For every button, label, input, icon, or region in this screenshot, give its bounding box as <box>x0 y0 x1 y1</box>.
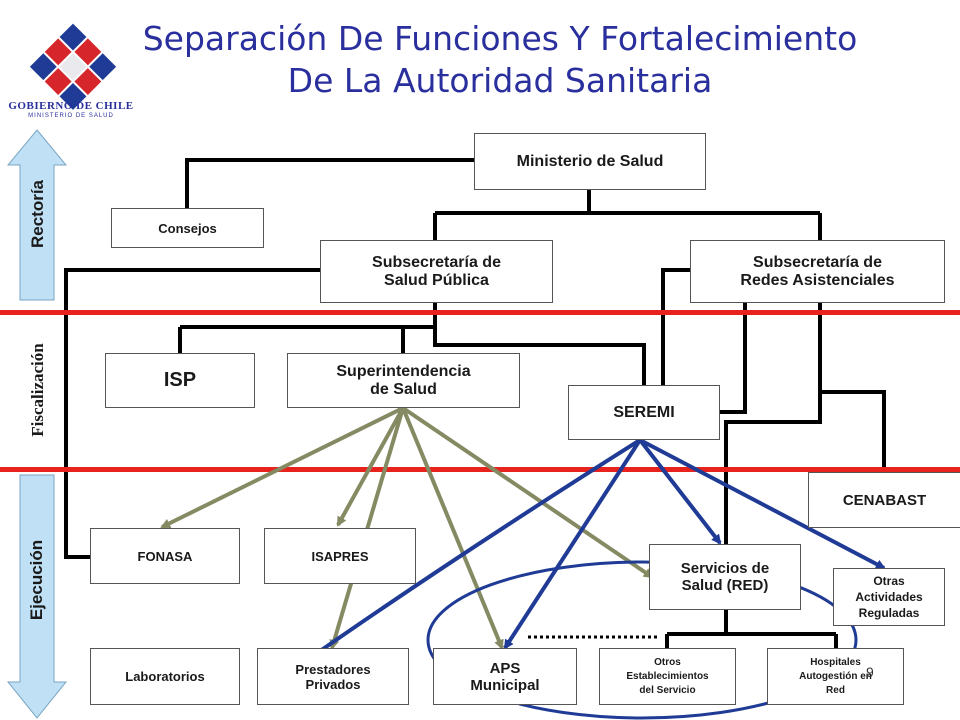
ejecucion-label: Ejecución <box>27 539 46 621</box>
ministerio-label: Ministerio de Salud <box>516 152 664 170</box>
highlight-ellipse <box>426 560 858 720</box>
otros-est-line1: Otros <box>654 656 681 668</box>
hospitales-line2: Autogestión en <box>799 670 872 682</box>
page-number: 9 <box>866 664 874 680</box>
otras-actividades-box: Otras Actividades Reguladas <box>833 568 945 626</box>
prestadores-box: Prestadores Privados <box>257 648 409 705</box>
servicios-salud-box: Servicios de Salud (RED) <box>649 544 801 610</box>
otros-est-line3: del Servicio <box>639 684 696 696</box>
consejos-label: Consejos <box>158 220 217 236</box>
subsecretaria-sp-line1: Subsecretaría de <box>372 253 501 271</box>
isapres-label: ISAPRES <box>311 548 369 564</box>
consejos-box: Consejos <box>111 208 264 248</box>
rectoria-arrow <box>6 129 68 301</box>
hospitales-line3: Red <box>826 684 845 696</box>
logo-name: GOBIERNO DE CHILE <box>8 100 134 112</box>
rectoria-label: Rectoría <box>28 179 47 249</box>
otros-establecimientos-box: Otros Establecimientos del Servicio <box>599 648 736 705</box>
hospitales-box: Hospitales Autogestión en Red <box>767 648 904 705</box>
subsecretaria-ra-line2: Redes Asistenciales <box>740 271 895 289</box>
aps-line2: Municipal <box>470 676 540 694</box>
title-line-2: De La Autoridad Sanitaria <box>287 61 713 100</box>
superintendencia-line2: de Salud <box>370 380 437 398</box>
laboratorios-label: Laboratorios <box>125 669 205 684</box>
aps-line1: APS <box>489 659 521 677</box>
subsecretaria-redes-box: Subsecretaría de Redes Asistenciales <box>690 240 945 303</box>
seremi-label: SEREMI <box>613 403 675 421</box>
isapres-box: ISAPRES <box>264 528 416 584</box>
logo-subtitle: MINISTERIO DE SALUD <box>28 113 114 119</box>
page-title: Separación De Funciones Y Fortalecimient… <box>110 18 890 102</box>
laboratorios-box: Laboratorios <box>90 648 240 705</box>
cenabast-box: CENABAST <box>808 472 960 528</box>
isp-label: ISP <box>163 369 197 391</box>
ejecucion-arrow <box>6 474 68 719</box>
otras-line1: Otras <box>873 574 905 588</box>
hospitales-line1: Hospitales <box>810 656 861 668</box>
fonasa-label: FONASA <box>137 548 193 564</box>
subsecretaria-sp-line2: Salud Pública <box>384 271 489 289</box>
otras-line2: Actividades <box>855 590 923 604</box>
fonasa-box: FONASA <box>90 528 240 584</box>
aps-municipal-box: APS Municipal <box>433 648 577 705</box>
servicios-line2: Salud (RED) <box>681 577 769 594</box>
servicios-line1: Servicios de <box>680 560 770 577</box>
superintendencia-box: Superintendencia de Salud <box>287 353 520 408</box>
title-line-1: Separación De Funciones Y Fortalecimient… <box>142 19 858 58</box>
otros-est-line2: Establecimientos <box>626 670 709 682</box>
ministerio-box: Ministerio de Salud <box>474 133 706 190</box>
gobierno-de-chile-logo <box>29 23 117 110</box>
subsecretaria-salud-publica-box: Subsecretaría de Salud Pública <box>320 240 553 303</box>
fiscalizacion-label: Fiscalización <box>28 343 47 437</box>
superintendencia-line1: Superintendencia <box>336 362 471 380</box>
prestadores-line1: Prestadores <box>295 661 371 677</box>
subsecretaria-ra-line1: Subsecretaría de <box>753 253 882 271</box>
seremi-box: SEREMI <box>568 385 720 440</box>
prestadores-line2: Privados <box>305 676 361 692</box>
otras-line3: Reguladas <box>858 606 920 620</box>
red-band-upper <box>0 310 960 315</box>
cenabast-label: CENABAST <box>842 491 927 509</box>
isp-box: ISP <box>105 353 255 408</box>
red-band-lower <box>0 467 960 472</box>
